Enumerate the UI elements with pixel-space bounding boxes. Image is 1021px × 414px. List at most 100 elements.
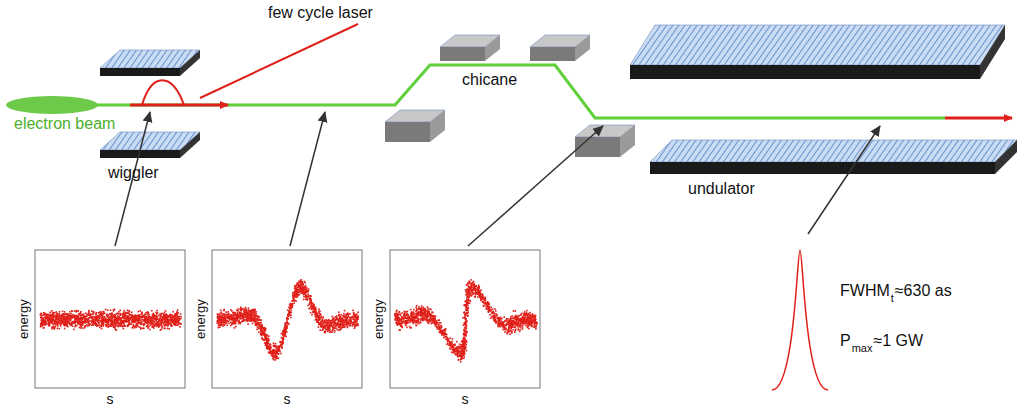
particle [146, 316, 148, 318]
particle [156, 324, 158, 326]
particle [129, 314, 131, 316]
particle [51, 310, 53, 312]
particle [107, 321, 109, 323]
particle [247, 323, 249, 325]
laser-beam [200, 24, 358, 98]
particle [114, 322, 116, 324]
particle [60, 321, 62, 323]
particle [96, 312, 98, 314]
particle [69, 319, 71, 321]
particle [56, 314, 58, 316]
particle [56, 313, 58, 315]
particle [40, 326, 42, 328]
particle [114, 325, 116, 327]
particle [164, 312, 166, 314]
particle [110, 309, 112, 311]
particle [100, 326, 102, 328]
undulator-plate [650, 140, 1017, 162]
particle [131, 312, 133, 314]
particle [89, 320, 91, 322]
particle [318, 326, 320, 328]
particle [131, 314, 133, 316]
particle [77, 315, 79, 317]
particle [141, 319, 143, 321]
particle [238, 319, 240, 321]
particle [43, 312, 45, 314]
particle [49, 312, 51, 314]
particle [66, 325, 68, 327]
particle [83, 314, 85, 316]
particle [290, 309, 292, 311]
particle [82, 319, 84, 321]
particle [80, 312, 82, 314]
particle [87, 322, 89, 324]
particle [114, 328, 116, 330]
particle [138, 318, 140, 320]
particle [256, 329, 258, 331]
particle [103, 323, 105, 325]
particle [134, 321, 136, 323]
particle [175, 324, 177, 326]
particle [41, 322, 43, 324]
particle [144, 321, 146, 323]
particle [114, 316, 116, 318]
particle [164, 325, 166, 327]
particle [110, 316, 112, 318]
particle [96, 320, 98, 322]
particle [88, 317, 90, 319]
particle [129, 323, 131, 325]
particle [99, 324, 101, 326]
particle [118, 311, 120, 313]
particle [90, 314, 92, 316]
particle [63, 313, 65, 315]
particle [79, 319, 81, 321]
particle [43, 327, 45, 329]
particle [108, 324, 110, 326]
particle [64, 311, 66, 313]
particle [230, 325, 232, 327]
particle [134, 318, 136, 320]
particle [55, 316, 57, 318]
particle [61, 317, 63, 319]
particle [127, 325, 129, 327]
particle [130, 317, 132, 319]
particle [132, 322, 134, 324]
particle [102, 322, 104, 324]
particle [121, 317, 123, 319]
particle [123, 320, 125, 322]
particle [159, 318, 161, 320]
particle [275, 343, 277, 345]
particle [113, 310, 115, 312]
particle [160, 315, 162, 317]
particle [171, 325, 173, 327]
particle [81, 315, 83, 317]
particle [120, 317, 122, 319]
particle [138, 315, 140, 317]
particle [44, 324, 46, 326]
particle [260, 319, 262, 321]
particle [150, 321, 152, 323]
particle [52, 314, 54, 316]
particle [124, 315, 126, 317]
particle [90, 320, 92, 322]
particle [98, 312, 100, 314]
particle [112, 322, 114, 324]
particle [132, 319, 134, 321]
particle [177, 323, 179, 325]
particle [220, 310, 222, 312]
particle [125, 325, 127, 327]
particle [111, 318, 113, 320]
particle [126, 312, 128, 314]
particle [164, 328, 166, 330]
particle [43, 317, 45, 319]
particle [74, 323, 76, 325]
particle [178, 319, 180, 321]
particle [108, 320, 110, 322]
particle [168, 328, 170, 330]
particle [55, 322, 57, 324]
particle [154, 325, 156, 327]
particle [145, 312, 147, 314]
particle [74, 326, 76, 328]
particle [140, 327, 142, 329]
particle [51, 328, 53, 330]
